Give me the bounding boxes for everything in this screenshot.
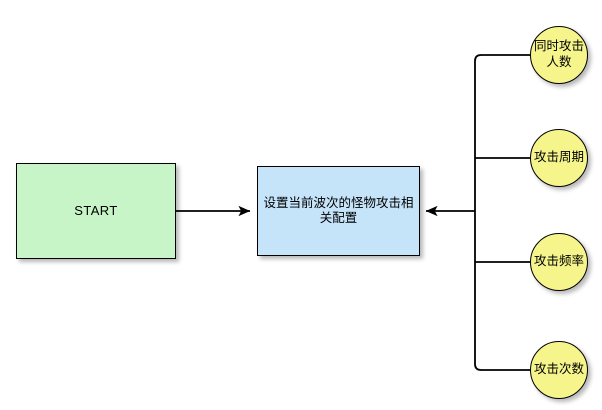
node-start-label: START (74, 203, 118, 219)
edge-bracket-trunk (474, 54, 559, 371)
node-attr-attack-cycle[interactable]: 攻击周期 (530, 129, 588, 187)
node-attr-4-label: 攻击次数 (533, 362, 584, 377)
node-attr-attack-frequency[interactable]: 攻击频率 (530, 233, 588, 291)
node-start[interactable]: START (16, 163, 176, 259)
node-attr-attack-times[interactable]: 攻击次数 (530, 341, 588, 399)
node-attr-3-label: 攻击频率 (533, 254, 584, 269)
node-attr-1-label: 同时攻击 人数 (533, 39, 584, 69)
node-attr-simultaneous-attack-count[interactable]: 同时攻击 人数 (530, 26, 588, 84)
node-attr-2-label: 攻击周期 (533, 150, 584, 165)
node-process-attack-config[interactable]: 设置当前波次的怪物攻击相 关配置 (257, 166, 420, 256)
node-process-label: 设置当前波次的怪物攻击相 关配置 (263, 196, 414, 225)
